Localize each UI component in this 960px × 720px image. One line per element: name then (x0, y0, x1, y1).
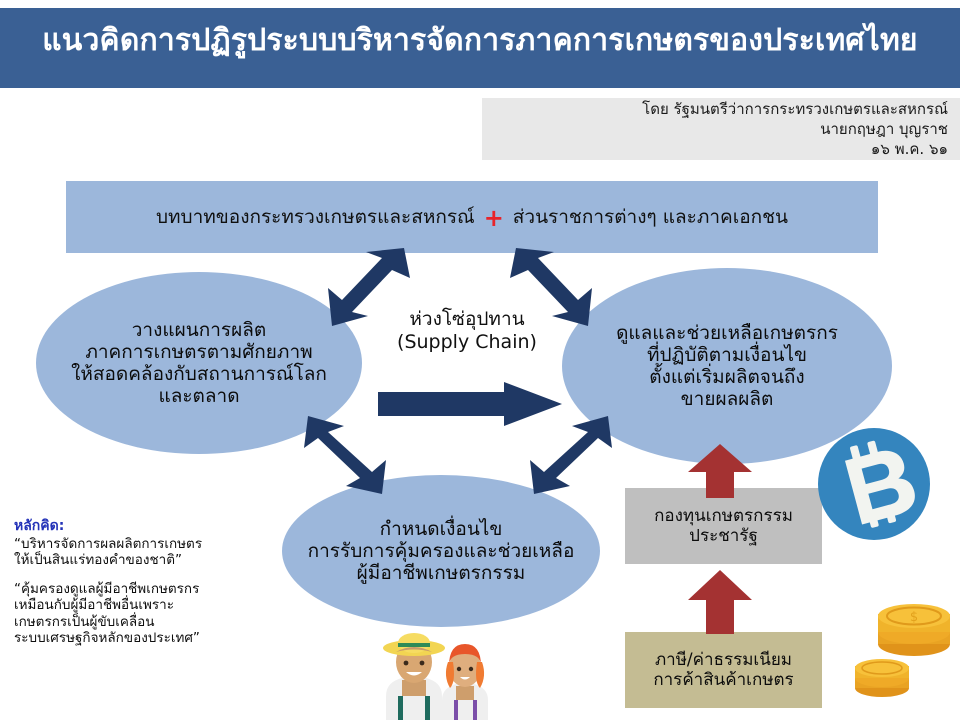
svg-text:$: $ (910, 610, 918, 625)
arrow-down-right-icon (510, 248, 592, 326)
ellipse-right-line-4: ขายผลผลิต (680, 388, 774, 411)
ellipse-left-line-3: ให้สอดคล้องกับสถานการณ์โลก (71, 363, 327, 385)
farmer-male-icon (383, 633, 445, 720)
arrow-up-left-icon (304, 416, 386, 494)
principles-heading: หลักคิด: (14, 518, 65, 534)
supply-chain-label: ห่วงโซ่อุปทาน (Supply Chain) (372, 308, 562, 354)
principle-quote-1: “บริหารจัดการผลผลิตการเกษตร ให้เป็นสินแร… (14, 536, 282, 568)
roles-banner: บทบาทของกระทรวงเกษตรและสหกรณ์ + ส่วนราชก… (66, 181, 878, 253)
ellipse-right-line-1: ดูแลและช่วยเหลือเกษตรกร (616, 321, 838, 344)
author-role: โดย รัฐมนตรีว่าการกระทรวงเกษตรและสหกรณ์ (642, 100, 948, 118)
principle-2-line-4: ระบบเศรษฐกิจหลักของประเทศ” (14, 629, 200, 646)
ellipse-bottom-line-1: กำหนดเงื่อนไข (379, 517, 503, 540)
tax-box-line-1: ภาษี/ค่าธรรมเนียม (654, 649, 793, 670)
arrow-down-left-icon (328, 248, 410, 326)
ellipse-left-line-4: และตลาด (158, 385, 240, 408)
fund-box-line-1: กองทุนเกษตรกรรม (654, 505, 793, 526)
supply-chain-right-arrow-icon (378, 382, 562, 426)
principle-1-line-1: “บริหารจัดการผลผลิตการเกษตร (14, 535, 203, 552)
ellipse-left-line-2: ภาคการเกษตรตามศักยภาพ (85, 340, 313, 363)
banner-partners-role: ส่วนราชการต่างๆ และภาคเอกชน (512, 206, 789, 228)
ellipse-right-line-2: ที่ปฏิบัติตามเงื่อนไข (647, 343, 807, 366)
bitcoin-icon (818, 428, 930, 540)
principles-block: หลักคิด: “บริหารจัดการผลผลิตการเกษตร ให้… (14, 518, 282, 659)
banner-ministry-role: บทบาทของกระทรวงเกษตรและสหกรณ์ (155, 206, 475, 228)
tax-box-line-2: การค้าสินค้าเกษตร (653, 670, 794, 690)
fund-box-line-2: ประชารัฐ (689, 526, 758, 546)
header-bar (0, 8, 960, 88)
box-tax-fees: ภาษี/ค่าธรรมเนียม การค้าสินค้าเกษตร (625, 632, 822, 708)
principle-2-line-2: เหมือนกับผู้มีอาชีพอื่นเพราะ (14, 597, 174, 614)
presentation-date: ๑๖ พ.ค. ๖๑ (870, 139, 948, 158)
arrow-up-fund-to-support-icon (688, 444, 752, 498)
ellipse-right-line-3: ตั้งแต่เริ่มผลิตจนถึง (649, 366, 805, 388)
supply-chain-label-thai: ห่วงโซ่อุปทาน (409, 308, 525, 330)
farmer-female-icon (442, 644, 488, 720)
ellipse-bottom-line-2: การรับการคุ้มครองและช่วยเหลือ (307, 539, 575, 562)
ellipse-farmer-support: ดูแลและช่วยเหลือเกษตรกร ที่ปฏิบัติตามเงื… (562, 268, 892, 464)
principle-2-line-1: “คุ้มครองดูแลผู้มีอาชีพเกษตรกร (14, 581, 200, 598)
author-block: โดย รัฐมนตรีว่าการกระทรวงเกษตรและสหกรณ์ … (482, 98, 960, 160)
author-name: นายกฤษฎา บุญราช (820, 119, 948, 138)
page-title: แนวคิดการปฏิรูประบบบริหารจัดการภาคการเกษ… (42, 22, 918, 58)
arrow-up-right-icon (530, 416, 612, 494)
farmer-couple-icon (383, 633, 488, 720)
principle-2-line-3: เกษตรกรเป็นผู้ขับเคลื่อน (14, 613, 155, 630)
principle-1-line-2: ให้เป็นสินแร่ทองคำของชาติ” (14, 551, 182, 568)
ellipse-left-line-1: วางแผนการผลิต (131, 318, 267, 341)
plus-icon: + (483, 204, 504, 232)
box-agriculture-fund: กองทุนเกษตรกรรม ประชารัฐ (625, 488, 822, 564)
ellipse-bottom-line-3: ผู้มีอาชีพเกษตรกรรม (356, 562, 526, 585)
arrow-up-tax-to-fund-icon (688, 570, 752, 634)
supply-chain-label-english: (Supply Chain) (397, 331, 537, 354)
ellipse-conditions: กำหนดเงื่อนไข การรับการคุ้มครองและช่วยเห… (282, 475, 600, 627)
gold-coins-icon: $ (855, 604, 950, 697)
principle-quote-2: “คุ้มครองดูแลผู้มีอาชีพเกษตรกร เหมือนกับ… (14, 581, 282, 646)
ellipse-production-planning: วางแผนการผลิต ภาคการเกษตรตามศักยภาพ ให้ส… (36, 272, 362, 454)
